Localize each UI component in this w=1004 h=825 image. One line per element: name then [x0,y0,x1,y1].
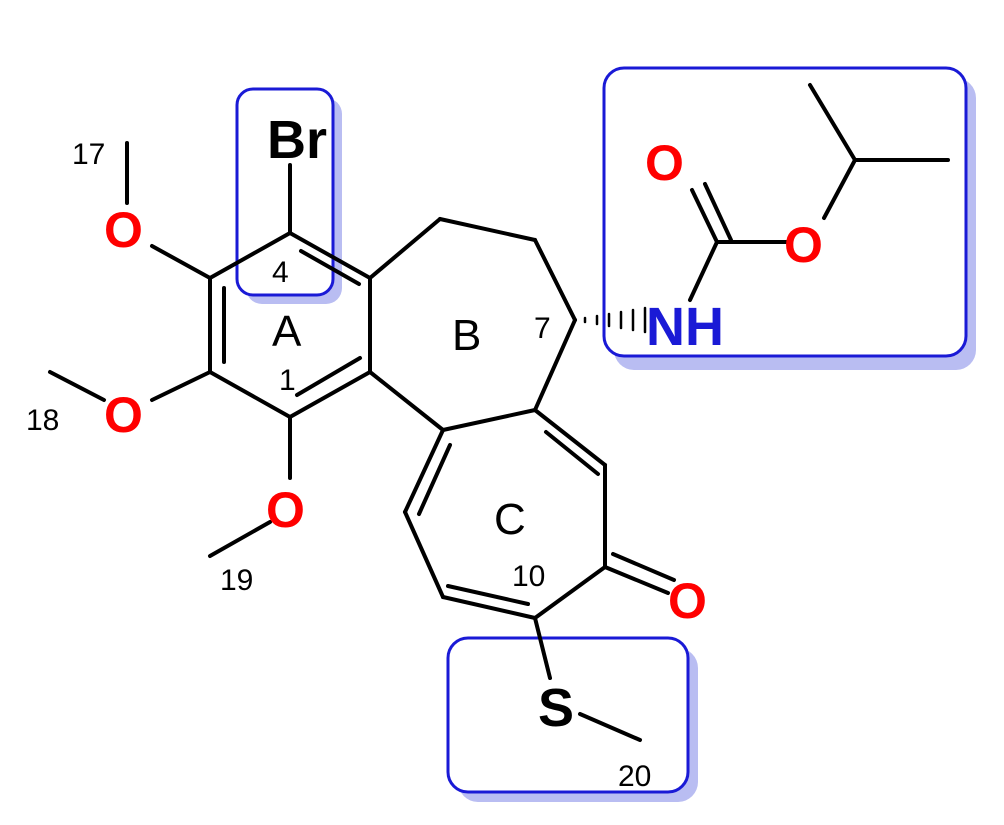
position-4: 4 [272,256,289,289]
position-19: 19 [220,564,253,597]
bromine-atom: Br [267,110,327,170]
nitrogen-atom: NH [646,297,724,357]
oxygen-atom-18: O [104,387,143,443]
highlight-box-carbamate [602,66,976,370]
position-numbers: 4 1 7 10 17 18 19 20 [26,138,651,793]
highlight-box-thiomethyl [446,636,698,802]
position-1: 1 [279,364,296,397]
oxygen-atom-19: O [266,482,305,538]
ketone-oxygen-atom: O [668,573,707,629]
position-18: 18 [26,404,59,437]
hashed-wedge-bond [583,306,647,334]
ring-label-a: A [272,307,302,356]
position-17: 17 [72,138,105,171]
carbonyl-oxygen-atom: O [645,135,684,191]
ester-oxygen-atom: O [784,217,823,273]
atom-labels: Br O O O O S NH O O [104,110,823,738]
position-10: 10 [512,560,545,593]
bonds [48,83,950,742]
position-20: 20 [618,760,651,793]
ring-labels: A B C [272,307,526,544]
ring-label-c: C [494,495,526,544]
position-7: 7 [534,312,551,345]
oxygen-atom-17: O [104,202,143,258]
ring-label-b: B [452,311,481,360]
sulfur-atom: S [538,678,574,738]
